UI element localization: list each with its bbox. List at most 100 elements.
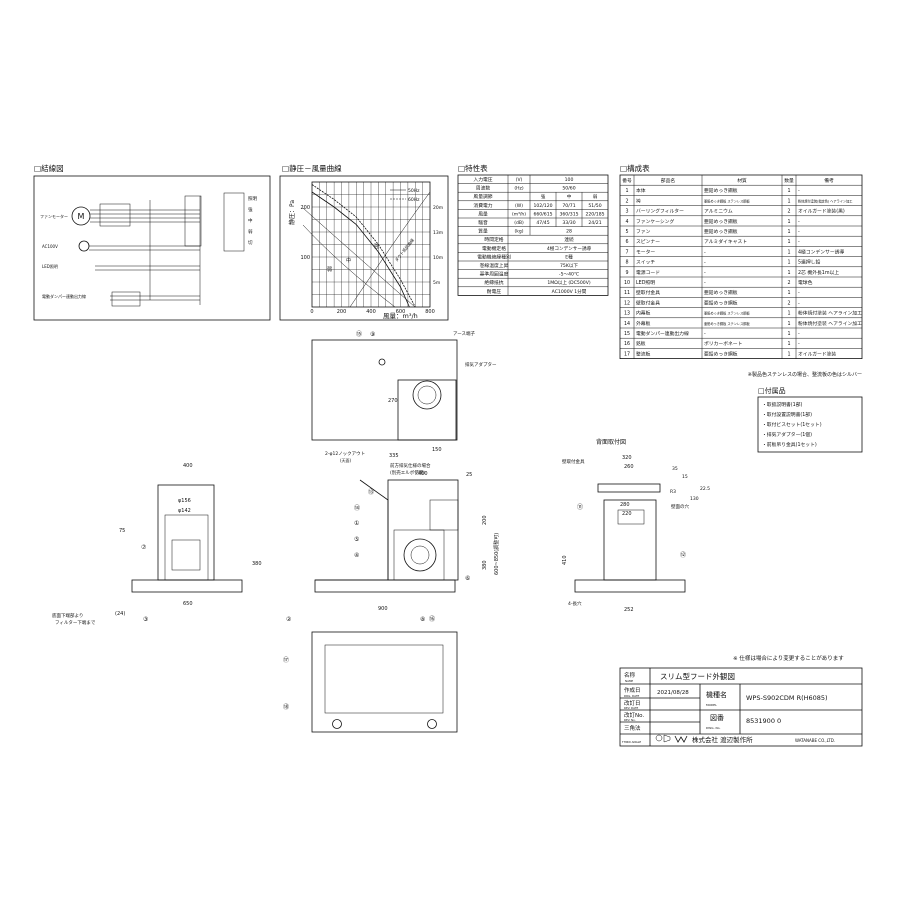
x-tick-label: 400	[366, 309, 376, 315]
parts-header-row: 番号部品名材質数量備考	[622, 177, 834, 184]
parts-cell: ファン	[636, 229, 651, 235]
spec-value: 弱	[593, 194, 598, 200]
parts-cell: アルミニウム	[704, 208, 733, 215]
parts-cell: 5連押し鉛	[798, 259, 820, 266]
parts-cell: 亜鉛めっき鋼板	[704, 228, 738, 235]
dim-label: 220	[622, 511, 632, 517]
spec-label: 質量	[478, 228, 488, 235]
parts-cell: -	[798, 342, 800, 347]
rear-bracket-top	[597, 483, 661, 493]
dim-label: 15	[682, 474, 688, 480]
parts-cell: 1	[787, 351, 790, 357]
legend-50hz: 50Hz	[408, 188, 420, 194]
parts-cell: 1	[787, 249, 790, 255]
parts-cell: 5	[625, 229, 628, 235]
dim-label: 320	[622, 455, 632, 461]
callout: ⑰	[283, 656, 289, 664]
led-label: LED照明	[42, 264, 58, 269]
parts-cell: 9	[625, 270, 628, 276]
parts-cell: 13	[624, 311, 630, 317]
parts-cell: 6	[625, 239, 628, 245]
parts-header-cell: 番号	[622, 177, 632, 184]
parts-cell: 1	[787, 270, 790, 276]
accessories-title: □付属品	[758, 386, 786, 395]
parts-cell: -	[798, 240, 800, 245]
spec-unit: (m³/h)	[512, 211, 526, 217]
parts-cell: 1	[787, 290, 790, 296]
front-view-hood	[131, 579, 243, 593]
parts-cell: 銘板	[636, 340, 646, 347]
bottom-view-body	[311, 631, 458, 733]
wiring-frame	[33, 175, 271, 321]
spec-value: 360/315	[559, 211, 578, 217]
parts-header-cell: 備考	[824, 177, 834, 184]
spec-row: 時間定格連続	[484, 235, 574, 244]
exhaust-duct-outline	[397, 379, 457, 441]
switch-knockout	[378, 358, 386, 366]
curve-title: □静圧－風量曲線	[282, 163, 342, 173]
parts-header-cell: 数量	[784, 177, 794, 184]
callout: ⑬	[368, 488, 374, 496]
spec-row: 風量調節強中弱	[473, 192, 598, 201]
side-view: 前方排気仕様の場合 (別売エルボ使用) 400 25 200 380 600~8…	[286, 462, 500, 623]
rear-bracket-label: 壁取付金具	[562, 458, 585, 465]
parts-cell: アルミダイキャスト	[704, 238, 747, 245]
spec-unit: (kg)	[515, 229, 524, 235]
wiring-section: □結線図 M ファンモーター AC100V LED照明 電動ダンパー連動出力線 …	[33, 163, 271, 321]
x-tick-label: 200	[337, 309, 347, 315]
rectifier-plate	[324, 644, 444, 714]
curve-label-weak: 弱	[327, 267, 332, 273]
led-light-right	[427, 719, 437, 729]
parts-cell: 10	[624, 280, 630, 286]
date-en: DRG. DATE	[624, 694, 640, 698]
parts-cell: -	[704, 332, 706, 337]
side-note: (別売エルボ使用)	[390, 469, 425, 476]
exhaust-adapter-label: 排気アダプター	[465, 361, 497, 368]
dwg-label: 図番	[710, 714, 724, 722]
callout: ⑦	[141, 544, 147, 551]
switch-label: 中	[248, 217, 253, 224]
parts-cell: 2	[625, 198, 628, 204]
callout: ⑭	[354, 504, 360, 512]
dim-label: 260	[624, 464, 634, 470]
curve-label-mid: 中	[346, 257, 351, 264]
spec-value: 70/71	[562, 203, 575, 209]
parts-cell: スピンナー	[636, 239, 660, 245]
parts-cell: 16	[624, 341, 630, 347]
parts-cell: -	[798, 332, 800, 337]
name-label: 名称	[624, 671, 636, 679]
dim-label: 150	[432, 447, 442, 453]
parts-cell: バーリングフィルター	[636, 208, 684, 215]
revdate-label: 改訂日	[624, 699, 641, 707]
parts-header-cell: 材質	[737, 177, 747, 184]
spec-value: 中	[567, 193, 572, 200]
spec-unit: (dB)	[514, 220, 524, 226]
spec-unit: (V)	[516, 177, 523, 183]
company-logo-icon	[674, 735, 688, 743]
mid-curve	[302, 207, 416, 308]
revno-label: 改訂No.	[624, 711, 644, 719]
spec-section: □特性表 入力電圧(V)100周波数(Hz)50/60風量調節強中弱消費電力(W…	[457, 163, 609, 296]
spec-value: 75K以下	[560, 263, 578, 269]
chart-grid	[311, 181, 431, 308]
model-label: 機種名	[706, 690, 727, 699]
callout: ⑨	[370, 331, 375, 338]
parts-cell: 内幕板	[636, 310, 651, 317]
spec-value: 47/45	[536, 220, 549, 226]
spec-value: 51/50	[588, 203, 601, 209]
third-angle-icon	[655, 734, 663, 742]
dim-label: 130	[690, 496, 699, 502]
parts-cell: -	[798, 220, 800, 225]
dim-label: 252	[624, 607, 634, 613]
parts-cell: 亜鉛めっき鋼板 ステンレス鋼板	[704, 321, 750, 326]
switch-label: 照明	[248, 196, 257, 202]
dim-label: 410	[562, 555, 568, 565]
filter-note: 底面下端部より	[52, 612, 83, 619]
